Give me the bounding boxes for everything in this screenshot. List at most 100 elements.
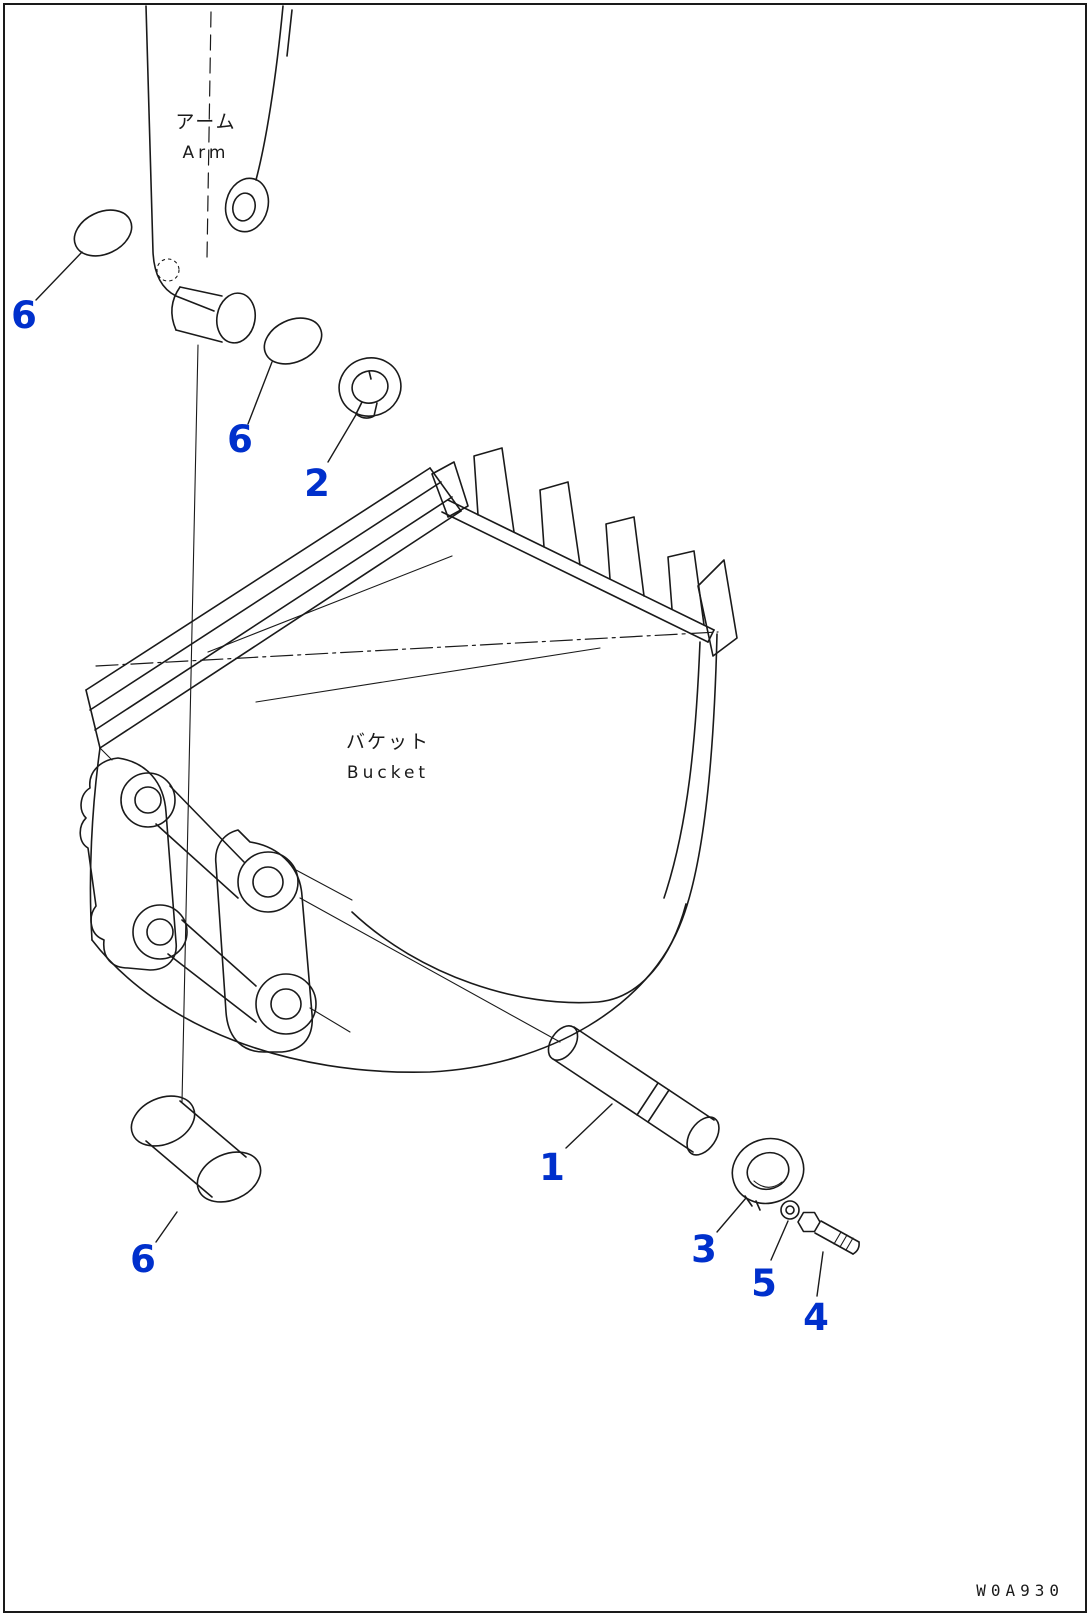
retainer-outer bbox=[338, 357, 402, 417]
arm-boss-bottom-line bbox=[175, 329, 223, 343]
collar-outer bbox=[731, 1137, 805, 1205]
arm-boss-end-arc bbox=[171, 286, 181, 331]
bucket-tooth bbox=[605, 516, 645, 597]
retainer-tab bbox=[368, 370, 372, 380]
pin-part bbox=[547, 1025, 720, 1156]
ear-boss-hole bbox=[146, 918, 174, 946]
bucket-tooth bbox=[539, 481, 581, 566]
bucket-label-jp: バケット bbox=[346, 731, 430, 753]
retainer-ring-part bbox=[338, 357, 402, 419]
bucket-rim-line bbox=[85, 467, 431, 691]
ear-boss bbox=[237, 851, 299, 913]
callout-3-collar: 3 bbox=[691, 1228, 717, 1271]
bucket-interior-line bbox=[255, 647, 601, 703]
leader-line bbox=[35, 251, 83, 301]
arm-edge-line bbox=[286, 9, 293, 57]
shim-ellipse-bottom bbox=[196, 1151, 262, 1203]
washer-hole bbox=[785, 1205, 795, 1215]
callout-6-upper-left: 6 bbox=[11, 294, 37, 337]
pin-end-far bbox=[686, 1116, 720, 1156]
leader-line bbox=[247, 361, 273, 425]
washer-outer bbox=[780, 1200, 800, 1220]
shim-parts-upper bbox=[73, 209, 323, 365]
bucket-rim-line bbox=[89, 481, 442, 711]
arm-boss-outer bbox=[224, 177, 270, 233]
bolt-threads bbox=[833, 1231, 854, 1251]
bucket-shell-inner bbox=[351, 903, 687, 1004]
ear-boss bbox=[120, 772, 176, 828]
arm-lower-boss bbox=[215, 292, 257, 344]
bucket-rim-end bbox=[85, 689, 101, 749]
ear-tie-line bbox=[99, 747, 113, 761]
washer-part bbox=[780, 1200, 800, 1220]
pin-axis-line-diagonal bbox=[299, 897, 561, 1043]
collar-part bbox=[731, 1137, 805, 1211]
shim-spacer-line bbox=[179, 1100, 247, 1158]
hub-bar bbox=[167, 919, 257, 1023]
shim-parts-bottom bbox=[130, 1095, 262, 1203]
bucket-rim-line bbox=[94, 496, 453, 731]
leader-line bbox=[155, 1211, 178, 1243]
leader-line bbox=[565, 1103, 613, 1149]
arm-drawing bbox=[145, 5, 293, 1103]
drawing-code: W0A930 bbox=[976, 1581, 1064, 1600]
bolt-head bbox=[797, 1211, 821, 1233]
arm-label-jp: アーム bbox=[175, 111, 236, 133]
bucket-tooth bbox=[473, 447, 515, 533]
retainer-inner bbox=[351, 370, 389, 404]
callout-5-washer: 5 bbox=[751, 1262, 777, 1305]
arm-centerline bbox=[206, 11, 212, 259]
bucket-centerline bbox=[95, 631, 719, 667]
leader-line bbox=[816, 1251, 824, 1297]
line-art-root bbox=[35, 5, 860, 1297]
bucket-ear-front bbox=[214, 829, 313, 1053]
hub-bar bbox=[155, 785, 245, 899]
bucket-left-side bbox=[89, 747, 101, 941]
pin-head-ring bbox=[647, 1089, 670, 1123]
collar-inner bbox=[746, 1151, 790, 1191]
callout-4-bolt: 4 bbox=[803, 1296, 829, 1339]
bucket-label-en: Bucket bbox=[347, 763, 429, 783]
bucket-rim-line bbox=[99, 510, 462, 749]
bolt-part bbox=[797, 1211, 860, 1255]
shim-ellipse-bottom bbox=[130, 1095, 196, 1147]
callout-6-bottom: 6 bbox=[130, 1238, 156, 1281]
arm-label-en: Arm bbox=[183, 143, 230, 163]
ear-boss-hole bbox=[134, 786, 162, 814]
ear-weld-line bbox=[295, 869, 353, 1033]
bucket-right-inner bbox=[663, 641, 701, 899]
bolt-tip bbox=[852, 1241, 860, 1255]
leader-line bbox=[327, 412, 358, 463]
sheet-border bbox=[3, 3, 1087, 1613]
ear-boss-hole bbox=[270, 988, 302, 1020]
bucket-drawing bbox=[79, 447, 738, 1074]
shim-ellipse-left bbox=[73, 209, 133, 257]
callout-1-pin: 1 bbox=[539, 1146, 565, 1189]
bucket-ear-rear bbox=[79, 757, 177, 971]
pin-axis-line-vertical bbox=[181, 344, 199, 1103]
retainer-notch bbox=[355, 401, 378, 419]
bucket-corner-shroud-left bbox=[431, 461, 469, 518]
arm-left-contour bbox=[145, 5, 215, 312]
ear-boss bbox=[255, 973, 317, 1035]
arm-boss-hole bbox=[232, 192, 256, 222]
leader-lines bbox=[35, 251, 824, 1297]
bucket-shell-outer bbox=[91, 633, 718, 1074]
callout-2-retainer: 2 bbox=[304, 462, 330, 505]
collar-notch bbox=[744, 1195, 761, 1211]
arm-hidden-hole bbox=[156, 258, 180, 282]
ear-boss bbox=[132, 904, 188, 960]
leader-line bbox=[770, 1220, 789, 1261]
leader-line bbox=[716, 1197, 747, 1233]
collar-detail-arc bbox=[753, 1180, 783, 1188]
callout-6-upper-right: 6 bbox=[227, 418, 253, 461]
pin-head-ring bbox=[636, 1082, 659, 1116]
shim-ellipse-right bbox=[263, 317, 323, 365]
ear-boss-hole bbox=[252, 866, 284, 898]
cutting-edge bbox=[447, 499, 715, 631]
shim-spacer-line bbox=[145, 1140, 213, 1198]
pin-end-near bbox=[547, 1025, 579, 1061]
cutting-edge-lower bbox=[441, 511, 709, 643]
